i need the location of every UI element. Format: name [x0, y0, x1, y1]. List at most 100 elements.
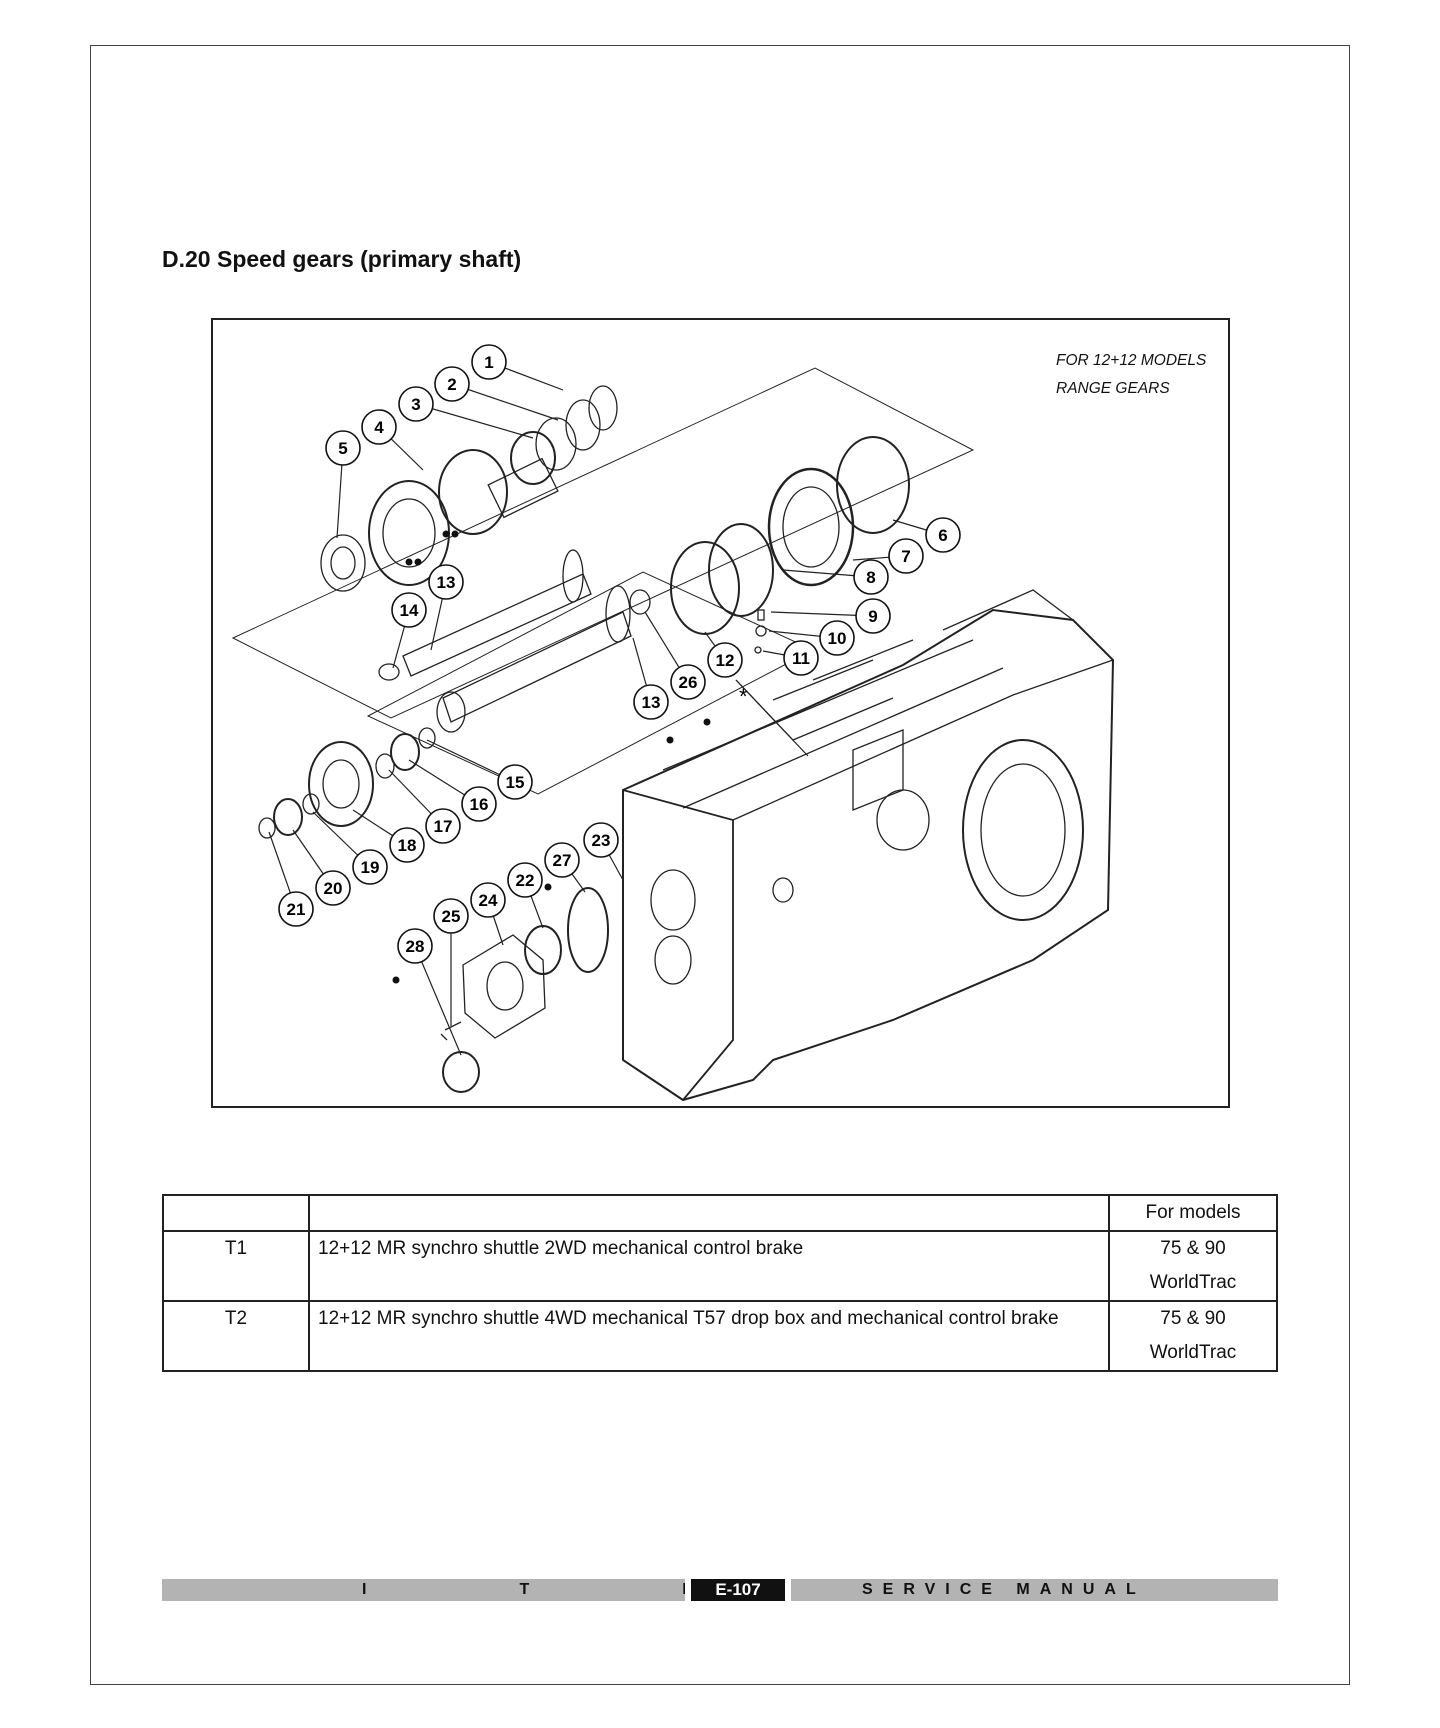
callout-label: 21 [287, 900, 306, 919]
callout-group: 1234567891011121313141516171819202122232… [278, 344, 961, 964]
bearing-5 [320, 534, 366, 592]
o-ring-27 [567, 887, 609, 973]
callout-label: 28 [406, 937, 425, 956]
callout-label: 23 [592, 831, 611, 850]
callout-10: 10 [819, 620, 855, 656]
row-description: 12+12 MR synchro shuttle 2WD mechanical … [308, 1230, 1110, 1302]
shaft-13-upper [402, 573, 592, 677]
callout-13: 13 [428, 564, 464, 600]
callout-label: 26 [679, 673, 698, 692]
circlip-1 [588, 385, 618, 431]
callout-label: 19 [361, 858, 380, 877]
washer-17 [375, 753, 395, 779]
sync-ring-12 [670, 541, 740, 635]
callout-label: 7 [901, 547, 910, 566]
callout-label: 4 [374, 418, 384, 437]
figure-note-models: FOR 12+12 MODELS [1056, 352, 1207, 369]
callout-5: 5 [325, 430, 361, 466]
table-row: T2 12+12 MR synchro shuttle 4WD mechanic… [162, 1300, 1278, 1372]
callout-13: 13 [633, 684, 669, 720]
callout-12: 12 [707, 642, 743, 678]
callout-label: 25 [442, 907, 461, 926]
models-line-2: WorldTrac [1149, 1272, 1237, 1293]
cover-24 [462, 934, 546, 1039]
sleeve-7 [767, 467, 855, 587]
exploded-diagram: FOR 12+12 MODELS RANGE GEARS [211, 318, 1230, 1108]
table-row: T1 12+12 MR synchro shuttle 2WD mechanic… [162, 1230, 1278, 1302]
bearing-26 [629, 589, 651, 615]
callout-label: 24 [479, 891, 498, 910]
callout-label: 15 [506, 773, 525, 792]
footer-bar: I T L E-107 SERVICE MANUAL [162, 1579, 1278, 1601]
footer-letter: T [519, 1581, 530, 1598]
washer-19 [302, 793, 320, 815]
page-frame [90, 45, 1350, 1685]
callout-24: 24 [470, 882, 506, 918]
callout-11: 11 [783, 640, 819, 676]
callout-8: 8 [853, 559, 889, 595]
shaft-13-lower [442, 611, 632, 723]
callout-4: 4 [361, 409, 397, 445]
ring-2 [565, 399, 601, 451]
callout-17: 17 [425, 808, 461, 844]
callout-label: 5 [338, 439, 347, 458]
callout-19: 19 [352, 849, 388, 885]
assembly-outline-mid [366, 571, 815, 795]
figure-note-range-gears: RANGE GEARS [1056, 380, 1170, 397]
callout-9: 9 [855, 598, 891, 634]
models-line-1: 75 & 90 [1160, 1238, 1226, 1259]
callout-1: 1 [471, 344, 507, 380]
row-code: T1 [162, 1230, 310, 1302]
header-code [162, 1194, 310, 1232]
header-description [308, 1194, 1110, 1232]
callout-label: 9 [868, 607, 877, 626]
ring-15 [418, 727, 436, 749]
footer-title: SERVICE MANUAL [862, 1581, 1146, 1598]
models-line-1: 75 & 90 [1160, 1308, 1226, 1329]
callout-label: 20 [324, 879, 343, 898]
callout-label: 18 [398, 836, 417, 855]
housing-bore-front [650, 869, 696, 931]
row-models: 75 & 90 WorldTrac [1108, 1230, 1278, 1302]
bearing-20 [273, 798, 303, 836]
callout-3: 3 [398, 386, 434, 422]
row-models: 75 & 90 WorldTrac [1108, 1300, 1278, 1372]
row-code: T2 [162, 1300, 310, 1372]
seal-28 [442, 1051, 480, 1093]
models-line-2: WorldTrac [1149, 1342, 1237, 1363]
hub-8 [708, 523, 774, 617]
callout-label: 6 [938, 526, 947, 545]
callout-label: 10 [828, 629, 847, 648]
callout-15: 15 [497, 764, 533, 800]
callout-6: 6 [925, 517, 961, 553]
ball-11 [754, 646, 762, 654]
bush-14 [378, 663, 400, 681]
callout-label: 2 [447, 375, 456, 394]
star-mark: * [739, 684, 748, 709]
assembly-outline-top [231, 367, 975, 719]
gear-3 [510, 431, 556, 485]
spring-9 [757, 609, 765, 621]
callout-label: 17 [434, 817, 453, 836]
callout-label: 27 [553, 851, 572, 870]
footer-left-letters: I T L [362, 1579, 692, 1601]
row-description: 12+12 MR synchro shuttle 4WD mechanical … [308, 1300, 1110, 1372]
gear-18 [308, 741, 374, 827]
callout-18: 18 [389, 827, 425, 863]
callout-16: 16 [461, 786, 497, 822]
models-table: For models T1 12+12 MR synchro shuttle 2… [162, 1194, 1278, 1372]
callout-21: 21 [278, 891, 314, 927]
diagram-drawing: * 12345678910111213131415161718192021222… [231, 344, 1115, 1102]
ring-21 [258, 817, 276, 839]
page-number: E-107 [685, 1579, 791, 1601]
callout-25: 25 [433, 898, 469, 934]
gear-4b [438, 449, 508, 535]
callout-label: 14 [400, 601, 419, 620]
callout-26: 26 [670, 664, 706, 700]
housing-bore-right [962, 739, 1084, 921]
callout-label: 3 [411, 395, 420, 414]
bearing-3 [535, 417, 577, 471]
callout-28: 28 [397, 928, 433, 964]
callout-14: 14 [391, 592, 427, 628]
callout-22: 22 [507, 862, 543, 898]
